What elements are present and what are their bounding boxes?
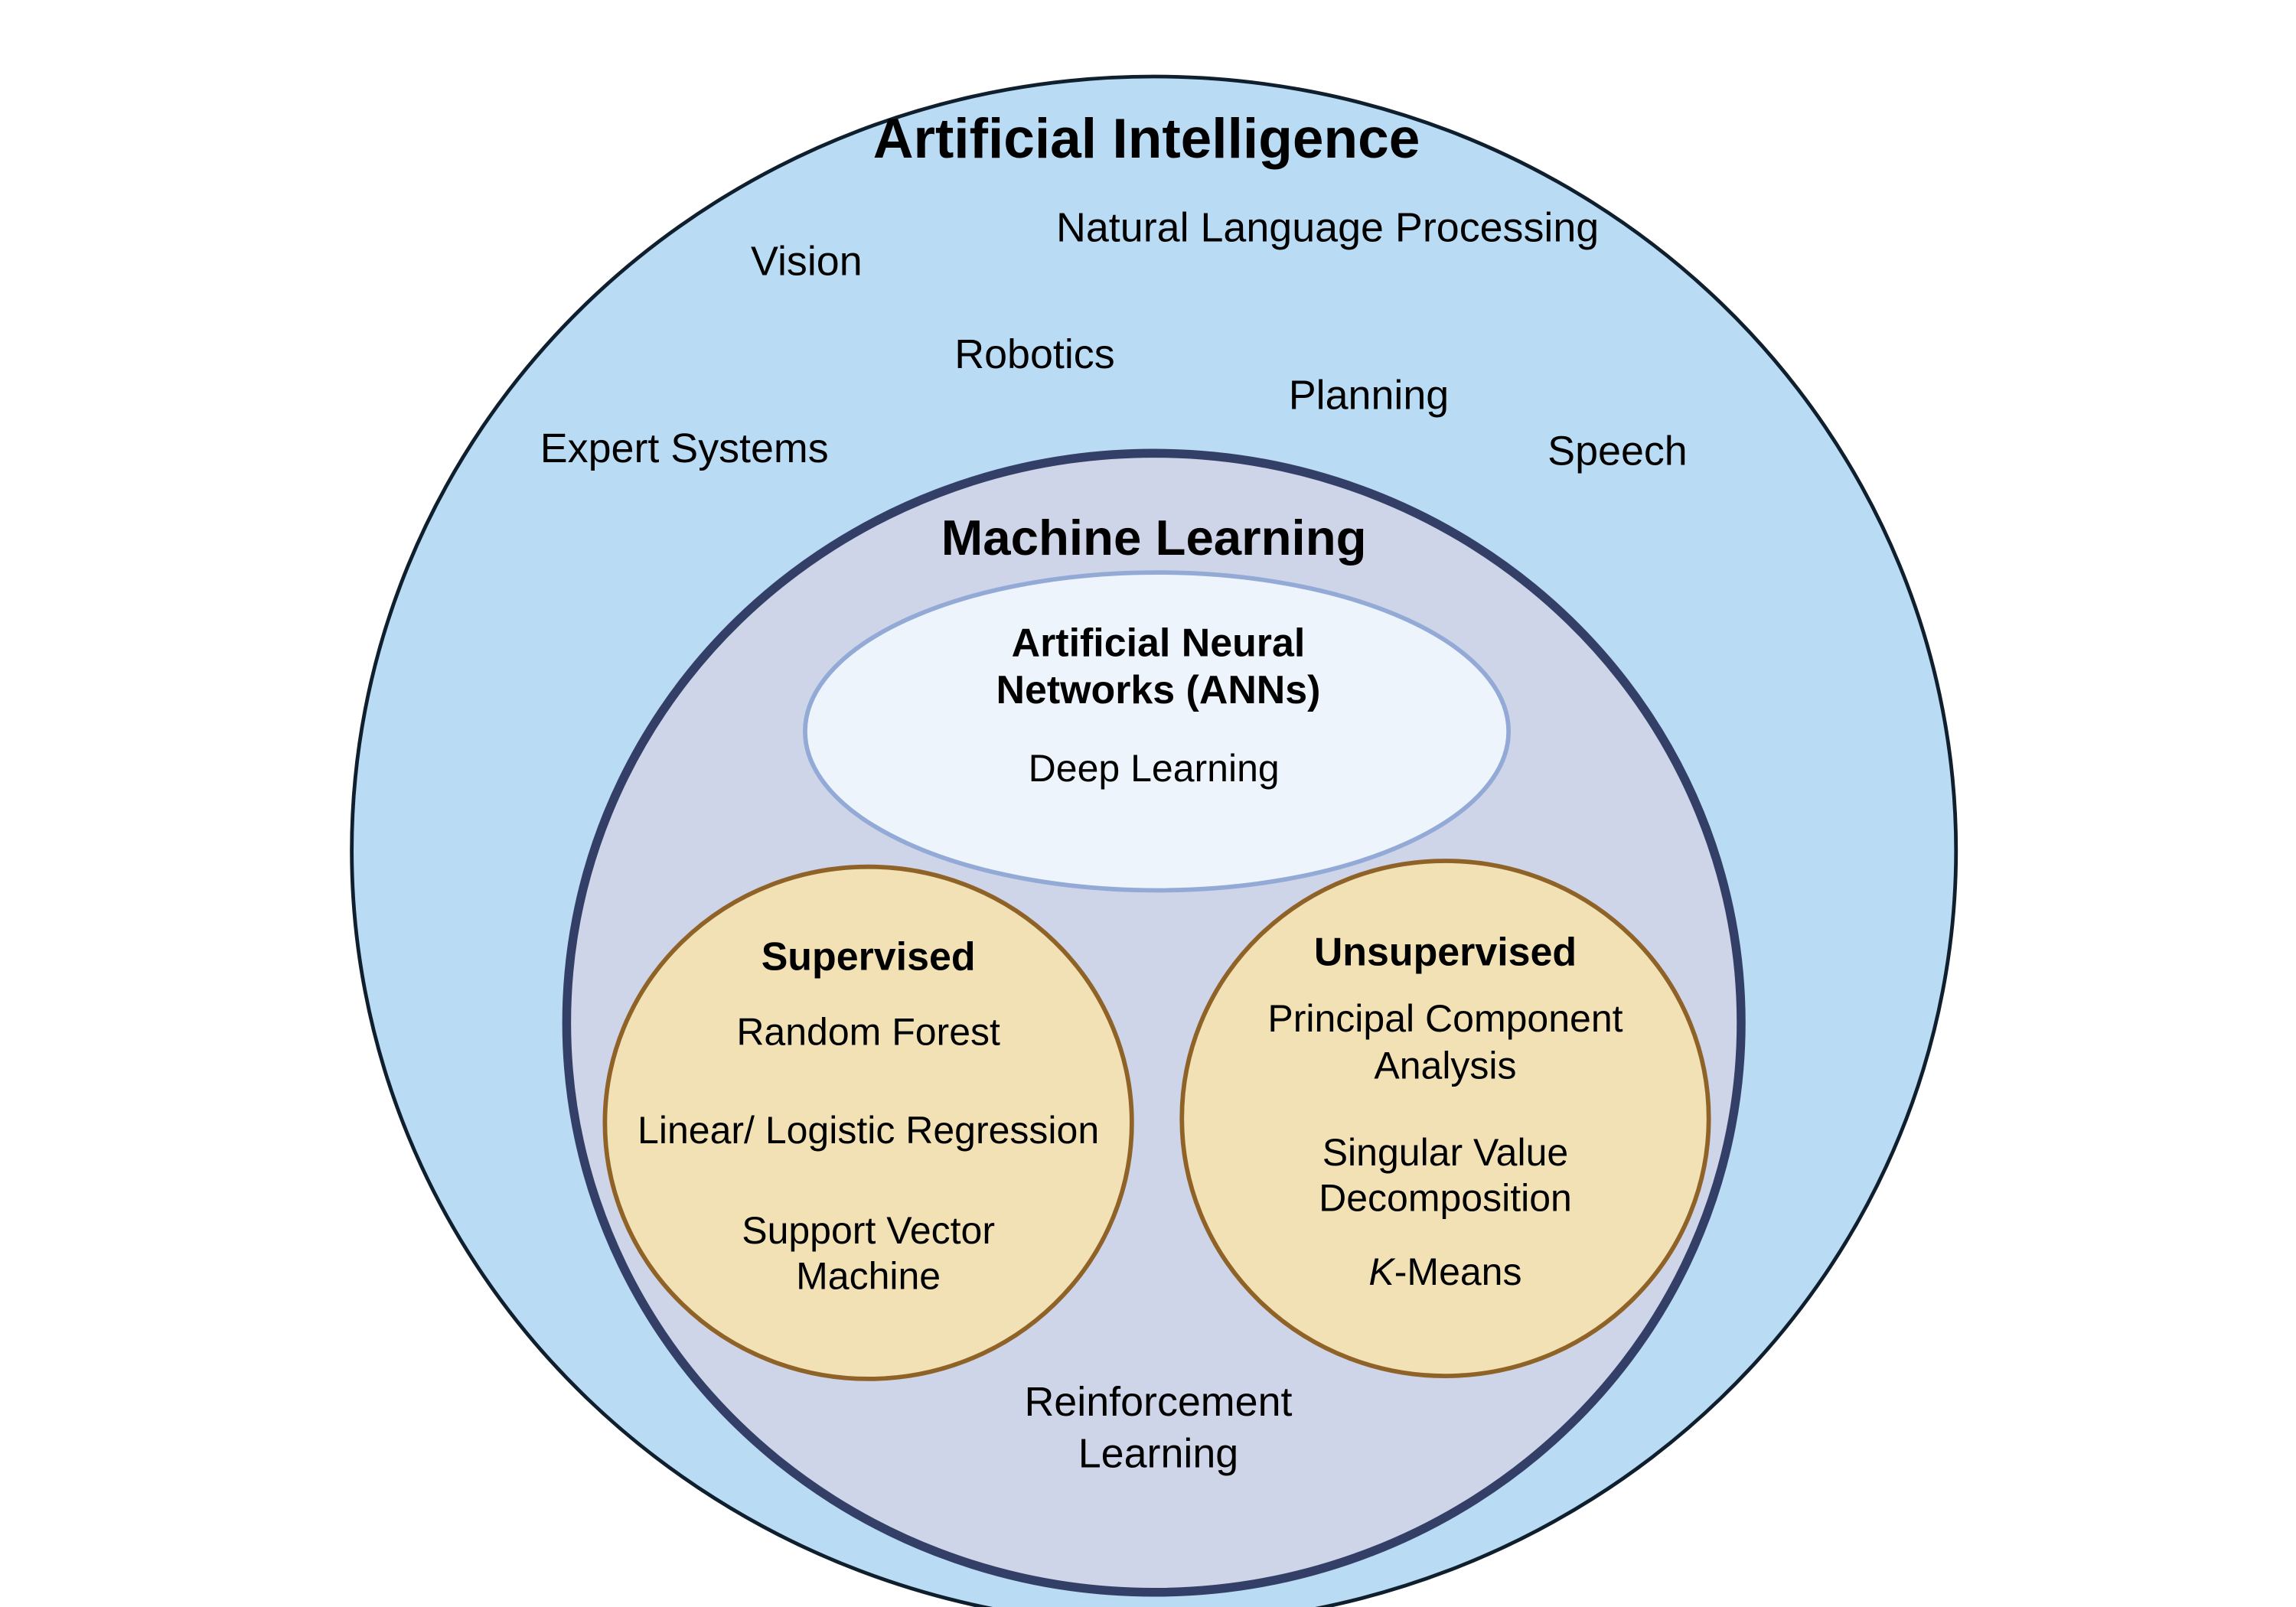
ann-title-line1: Artificial Neural bbox=[1012, 621, 1306, 666]
supervised-title: Supervised bbox=[762, 934, 976, 979]
unsupervised-item: Analysis bbox=[1374, 1045, 1516, 1087]
ann-deep-learning: Deep Learning bbox=[1029, 747, 1280, 790]
field-nlp: Natural Language Processing bbox=[1056, 204, 1599, 250]
field-planning: Planning bbox=[1289, 373, 1450, 419]
unsupervised-item: Decomposition bbox=[1319, 1177, 1572, 1220]
ann-ellipse bbox=[803, 570, 1512, 893]
unsupervised-item: Principal Component bbox=[1267, 997, 1623, 1040]
kmeans-means: -Means bbox=[1394, 1250, 1522, 1293]
supervised-circle bbox=[602, 864, 1134, 1381]
reinforcement-line2: Learning bbox=[1078, 1430, 1239, 1476]
unsupervised-circle bbox=[1179, 859, 1711, 1378]
unsupervised-item: Singular Value bbox=[1322, 1131, 1569, 1174]
field-expert-systems: Expert Systems bbox=[540, 425, 829, 471]
supervised-item: Linear/ Logistic Regression bbox=[638, 1109, 1099, 1152]
field-vision: Vision bbox=[751, 239, 863, 285]
field-speech: Speech bbox=[1548, 429, 1688, 474]
ml-title: Machine Learning bbox=[941, 510, 1367, 566]
kmeans-k: K bbox=[1368, 1250, 1396, 1293]
reinforcement-line1: Reinforcement bbox=[1024, 1379, 1292, 1425]
field-robotics: Robotics bbox=[954, 331, 1114, 377]
unsupervised-item-kmeans: K-Means bbox=[1368, 1250, 1521, 1293]
ai-title: Artificial Intelligence bbox=[873, 108, 1420, 170]
supervised-item: Machine bbox=[796, 1255, 941, 1298]
ann-title-line2: Networks (ANNs) bbox=[996, 668, 1320, 712]
supervised-item: Support Vector bbox=[742, 1209, 995, 1252]
unsupervised-title: Unsupervised bbox=[1314, 931, 1577, 975]
supervised-item: Random Forest bbox=[736, 1010, 1000, 1053]
